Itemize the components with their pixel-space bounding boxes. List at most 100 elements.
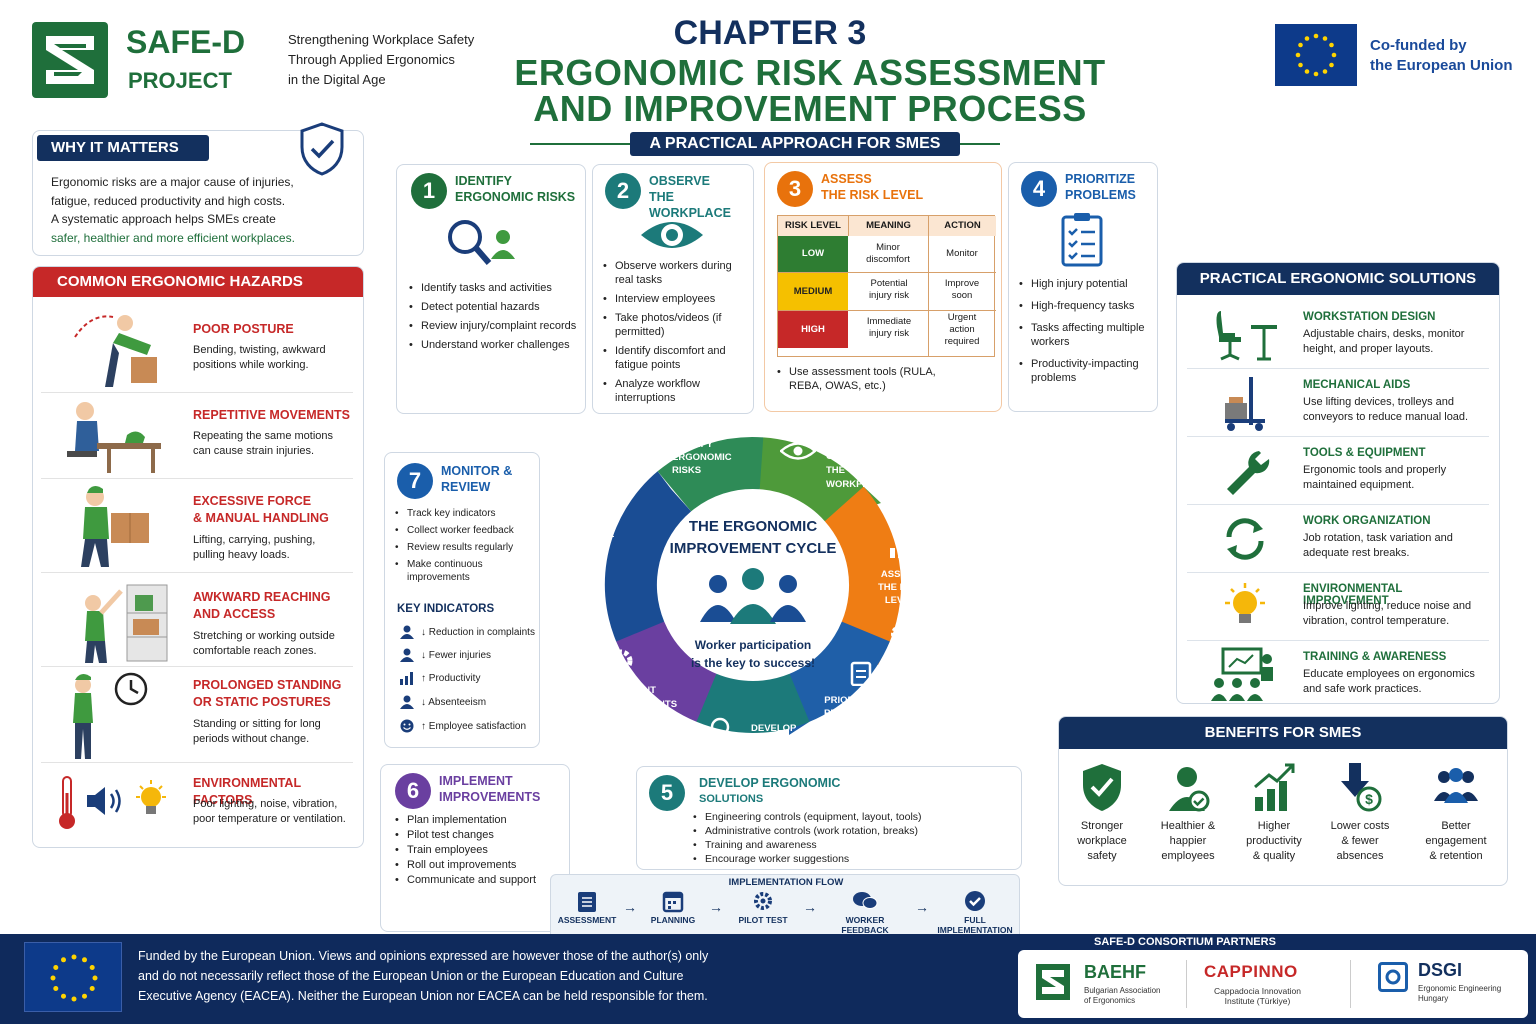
cost-down-icon: $ bbox=[1341, 763, 1382, 812]
hazard-desc: Poor lighting, noise, vibration,poor tem… bbox=[193, 798, 346, 825]
list-item: Review results regularly bbox=[395, 541, 537, 554]
step2-list: Observe workers during real tasks Interv… bbox=[603, 259, 749, 410]
table-header: RISK LEVEL bbox=[778, 216, 848, 236]
indicator: ↑ Productivity bbox=[399, 671, 480, 685]
list-item: Train employees bbox=[395, 843, 565, 857]
page-title-1: ERGONOMIC RISK ASSESSMENT bbox=[514, 52, 1106, 93]
list-item: Track key indicators bbox=[395, 507, 537, 520]
lightbulb-icon bbox=[133, 779, 169, 826]
indicator: ↓ Absenteeism bbox=[399, 695, 486, 709]
list-item: Take photos/videos (if permitted) bbox=[603, 311, 749, 339]
flow-arrow-icon: → bbox=[803, 899, 817, 915]
clipboard-icon bbox=[578, 892, 596, 912]
speaker-icon bbox=[85, 785, 125, 822]
gear-icon bbox=[754, 892, 772, 910]
list-item: Review injury/complaint records bbox=[409, 319, 579, 333]
happy-employee-icon bbox=[1169, 767, 1210, 812]
table-cell: Monitor bbox=[946, 248, 978, 259]
step-title: MONITOR &REVIEW bbox=[441, 464, 513, 494]
hazard-title: POOR POSTURE bbox=[193, 322, 294, 336]
hazard-row: ENVIRONMENTAL FACTORS Poor lighting, noi… bbox=[41, 763, 353, 843]
cycle-segment-3 bbox=[824, 486, 902, 665]
step6-list: Plan implementation Pilot test changes T… bbox=[395, 813, 565, 892]
solutions-card: PRACTICAL ERGONOMIC SOLUTIONS WORKSTATIO… bbox=[1176, 262, 1500, 704]
list-item: Use assessment tools (RULA, REBA, OWAS, … bbox=[777, 365, 947, 393]
indicator: ↓ Reduction in complaints bbox=[399, 625, 535, 639]
cycle-segment-7 bbox=[604, 471, 692, 642]
hazards-card: COMMON ERGONOMIC HAZARDS POOR POSTURE Be… bbox=[32, 266, 364, 848]
standing-clock-icon bbox=[59, 671, 169, 766]
table-header: MEANING bbox=[848, 216, 928, 236]
flow-arrow-icon: → bbox=[915, 899, 929, 915]
chapter-label: CHAPTER 3 bbox=[673, 14, 867, 52]
indicator: ↑ Employee satisfaction bbox=[399, 719, 526, 733]
partner-baehf: BAEHF bbox=[1084, 962, 1146, 982]
solution-title: WORK ORGANIZATION bbox=[1303, 515, 1431, 527]
step-number: 4 bbox=[1021, 171, 1057, 207]
list-item: Administrative controls (work rotation, … bbox=[693, 825, 1013, 838]
solution-title: WORKSTATION DESIGN bbox=[1303, 311, 1436, 323]
cycle-magnifier-icon bbox=[634, 444, 660, 483]
step5-list: Engineering controls (equipment, layout,… bbox=[693, 811, 1013, 871]
cycle-gear-icon bbox=[888, 622, 912, 651]
partner-cappinno: CAPPINNO bbox=[1204, 962, 1298, 981]
cycle-segment-1 bbox=[657, 436, 768, 512]
bar-chart-icon bbox=[400, 672, 413, 685]
why-text: Ergonomic risks are a major cause of inj… bbox=[51, 175, 295, 245]
solution-row: MECHANICAL AIDS Use lifting devices, tro… bbox=[1187, 373, 1489, 437]
indicator: ↓ Fewer injuries bbox=[399, 648, 491, 662]
trolley-icon bbox=[1217, 375, 1277, 438]
step-number: 5 bbox=[649, 775, 685, 811]
step4-list: High injury potential High-frequency tas… bbox=[1019, 277, 1155, 390]
step-number: 2 bbox=[605, 173, 641, 209]
risk-low: LOW bbox=[778, 236, 848, 272]
list-item: Roll out improvements bbox=[395, 858, 565, 872]
implementation-flow: IMPLEMENTATION FLOW ASSESSMENT → PLANNIN… bbox=[550, 874, 1020, 940]
risk-medium: MEDIUM bbox=[778, 272, 848, 310]
check-circle-icon bbox=[965, 891, 985, 911]
list-item: Encourage worker suggestions bbox=[693, 853, 1013, 866]
magnifier-person-icon bbox=[441, 215, 521, 276]
brand-sub: PROJECT bbox=[128, 68, 232, 93]
repetitive-movement-icon bbox=[57, 397, 167, 482]
thermometer-icon bbox=[57, 775, 77, 836]
list-item: Engineering controls (equipment, layout,… bbox=[693, 811, 1013, 824]
list-item: Pilot test changes bbox=[395, 828, 565, 842]
page-title-2: AND IMPROVEMENT PROCESS bbox=[533, 88, 1087, 129]
why-it-matters-card: WHY IT MATTERS Ergonomic risks are a maj… bbox=[32, 122, 364, 256]
step-number: 7 bbox=[397, 463, 433, 499]
solution-row: TOOLS & EQUIPMENT Ergonomic tools and pr… bbox=[1187, 441, 1489, 505]
rotation-icon bbox=[1221, 515, 1269, 568]
solution-title: TRAINING & AWARENESS bbox=[1303, 651, 1447, 663]
brand-name: SAFE-D bbox=[126, 24, 246, 60]
list-item: Collect worker feedback bbox=[395, 524, 537, 537]
list-item: Make continuous improvements bbox=[395, 558, 537, 584]
solutions-title: PRACTICAL ERGONOMIC SOLUTIONS bbox=[1177, 263, 1499, 295]
workstation-icon bbox=[1211, 307, 1281, 368]
list-item: Understand worker challenges bbox=[409, 338, 579, 352]
dsgi-logo bbox=[1378, 962, 1408, 992]
solution-row: ENVIRONMENTAL IMPROVEMENT Improve lighti… bbox=[1187, 577, 1489, 641]
list-item: High-frequency tasks bbox=[1019, 299, 1155, 313]
step-number: 3 bbox=[777, 171, 813, 207]
step1-list: Identify tasks and activities Detect pot… bbox=[409, 281, 579, 357]
list-item: Plan implementation bbox=[395, 813, 565, 827]
risk-table: RISK LEVEL MEANING ACTION LOW Minor disc… bbox=[777, 215, 996, 357]
list-item: Communicate and support bbox=[395, 873, 565, 887]
